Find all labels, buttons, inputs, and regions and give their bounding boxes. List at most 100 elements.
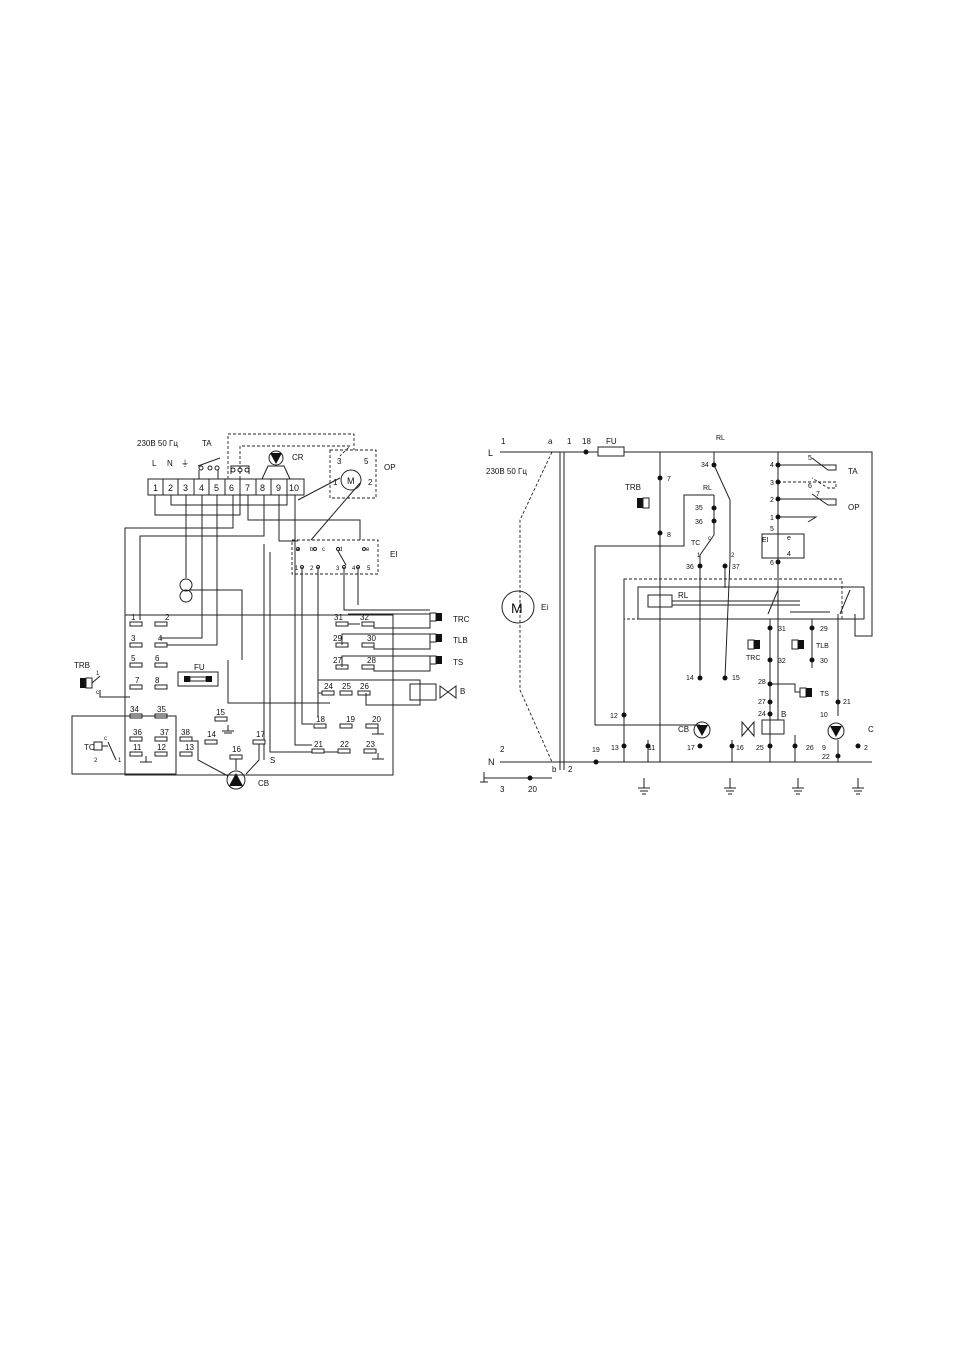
right-ts-icon [799,687,812,698]
pin-17: 17 [256,730,265,739]
ground-symbols [480,772,864,795]
tc-switch-icon [93,741,117,761]
right-label-rl-mid: RL [703,485,712,492]
node-4a: 4 [770,462,774,469]
terminal-label-n: N [167,459,173,468]
terminal-strip [147,478,305,496]
pin-16: 16 [232,745,241,754]
terminal-5: 5 [214,483,219,493]
node-3: 3 [500,785,505,794]
trb-pin-c: c [96,690,99,696]
right-label-ta: TA [848,467,858,476]
node-35: 35 [695,505,703,512]
pin-8: 8 [155,676,160,685]
left-supply-label: 230В 50 Гц [137,439,178,448]
pin-18: 18 [316,715,325,724]
pin-34: 34 [130,705,139,714]
right-label-fu: FU [606,437,617,446]
tc-pin-1: 1 [118,758,122,764]
node-2a: 2 [770,497,774,504]
node-36a: 36 [695,519,703,526]
terminal-7: 7 [245,483,250,493]
right-ei-box [761,533,805,559]
pin-22: 22 [340,740,349,749]
terminal-9: 9 [276,483,281,493]
node-26: 26 [806,745,814,752]
pin-35: 35 [157,705,166,714]
node-37: 37 [732,564,740,571]
pin-1: 1 [131,613,136,622]
ei-pin-1: 1 [295,566,299,572]
terminal-label-earth: ⏚ [181,459,189,468]
node-3a: 3 [770,480,774,487]
op-box [329,449,377,499]
pin-36: 36 [133,728,142,737]
ei-pin-5: 5 [367,566,371,572]
op-pin-5: 5 [364,457,369,466]
label-cb: CB [258,779,269,788]
label-ei: EI [390,550,398,559]
label-tlb: TLB [453,636,468,645]
node-9: 9 [822,745,826,752]
node-1a: 1 [770,515,774,522]
terminal-4: 4 [199,483,204,493]
fuse-icon [184,676,212,682]
pin-32: 32 [360,613,369,622]
right-tc-pin-c: c [708,536,711,542]
right-trb-icon [637,497,650,509]
pin-25: 25 [342,682,351,691]
terminal-1: 1 [153,483,158,493]
pin-12: 12 [157,743,166,752]
node-14: 14 [686,675,694,682]
ei-box [291,539,379,575]
right-motor-icon [501,590,535,624]
right-motor-label: M [511,600,523,616]
pin-13: 13 [185,743,194,752]
node-2c: 2 [864,745,868,752]
right-label-tlb: TLB [816,643,829,650]
node-29: 29 [820,626,828,633]
node-7: 7 [667,476,671,483]
node-24: 24 [758,711,766,718]
right-label-op: OP [848,503,860,512]
right-label-rl-top: RL [716,435,725,442]
trb-switch-icon [80,675,130,698]
right-tc-pin-1: 1 [697,553,701,559]
op-motor-label: M [347,476,355,486]
tc-pin-2: 2 [94,758,98,764]
label-tc: TC [84,743,95,752]
ei-pin-e: e [366,547,370,553]
node-31: 31 [778,626,786,633]
right-valve-icon [741,720,755,738]
ei-pin-3: 3 [336,566,340,572]
right-cb-pump-icon [693,721,711,739]
left-connector-icon [179,578,193,603]
terminal-3: 3 [183,483,188,493]
node-12: 12 [610,713,618,720]
right-second-pump-icon [827,722,845,740]
pin-15: 15 [216,708,225,717]
terminal-10: 10 [289,483,299,493]
node-2b: 2 [568,765,573,774]
pin-19: 19 [346,715,355,724]
pin-7: 7 [135,676,140,685]
left-wiring-diagram: 230В 50 Гц L N ⏚ TA CR OP 1 2 3 4 5 6 7 … [71,433,470,790]
right-fuse-icon [597,446,625,457]
ta-switch-symbol [197,457,221,479]
node-e: e [787,535,791,542]
node-34: 34 [701,462,709,469]
right-tlb-icon [791,639,804,650]
node-1b: 1 [567,437,572,446]
ei-pin-c: c [322,547,325,553]
op-motor-icon [340,469,362,491]
node-13: 13 [611,745,619,752]
trb-pin-1: 1 [96,671,100,677]
ts-sensor-icon [429,655,442,665]
node-5a: 5 [808,455,812,462]
label-fu: FU [194,663,205,672]
node-21: 21 [843,699,851,706]
node-5b: 5 [770,526,774,533]
node-1: 1 [501,437,506,446]
node-11: 11 [648,745,655,752]
pin-29: 29 [333,634,342,643]
